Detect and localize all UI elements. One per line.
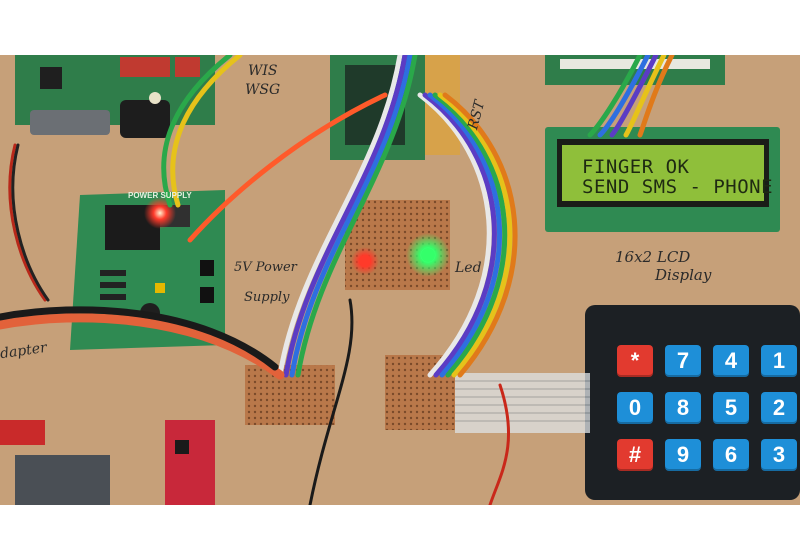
lcd-caption-line2: Display	[655, 266, 712, 284]
led-label: Led	[455, 260, 482, 276]
keypad-key-7[interactable]: 7	[665, 345, 701, 377]
keypad-key-1[interactable]: 1	[761, 345, 797, 377]
keypad-key-8[interactable]: 8	[665, 392, 701, 424]
keypad-key-5[interactable]: 5	[713, 392, 749, 424]
led-indicators	[351, 233, 450, 277]
lcd-line-2: SEND SMS - PHONE	[582, 176, 774, 198]
power-cables	[0, 143, 511, 505]
lcd-line-1: FINGER OK	[582, 156, 690, 178]
usb-modules	[0, 420, 215, 505]
keypad-key-hash[interactable]: #	[617, 439, 653, 471]
keypad-key-star[interactable]: *	[617, 345, 653, 377]
power-board-silkscreen: POWER SUPPLY	[128, 191, 192, 200]
keypad-key-2[interactable]: 2	[761, 392, 797, 424]
power-label-line2: Supply	[244, 290, 290, 305]
serial-board	[15, 55, 215, 138]
lcd-caption-line1: 16x2 LCD	[615, 248, 691, 266]
keypad-key-0[interactable]: 0	[617, 392, 653, 424]
wifi-label-line1: WIS	[248, 63, 278, 79]
keypad-ribbon	[455, 373, 590, 433]
keypad-key-4[interactable]: 4	[713, 345, 749, 377]
keypad-key-9[interactable]: 9	[665, 439, 701, 471]
keypad-key-6[interactable]: 6	[713, 439, 749, 471]
lcd-module	[545, 127, 780, 232]
jumper-wires	[161, 55, 675, 378]
power-label-line1: 5V Power	[234, 260, 297, 275]
wifi-label-line2: WSG	[245, 82, 281, 98]
keypad-key-3[interactable]: 3	[761, 439, 797, 471]
hardware-photo: FINGER OK SEND SMS - PHONE 16x2 LCD Disp…	[0, 55, 800, 505]
